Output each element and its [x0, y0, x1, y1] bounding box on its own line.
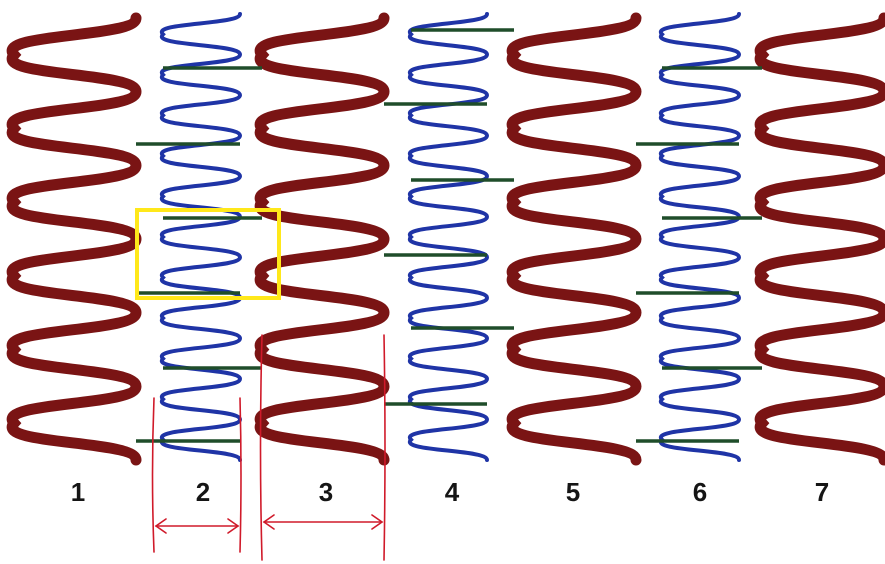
thin-ring-2: [159, 12, 243, 462]
unit-cell-highlight-box: [135, 208, 281, 300]
column-label-layer: 1 2 3 4 5 6 7: [71, 477, 829, 507]
dimension-extension-left: [151, 397, 155, 553]
dimension-extension-left: [259, 334, 263, 561]
dimension-extension-right: [239, 397, 242, 553]
column-label-7: 7: [815, 477, 829, 507]
column-label-5: 5: [566, 477, 580, 507]
thin-ring-6: [658, 12, 742, 462]
arrowhead-left: [262, 514, 275, 530]
arrowhead-right: [227, 518, 240, 534]
arrowhead-left: [154, 518, 167, 534]
thick-ring-1: [6, 12, 142, 466]
dimension-extension-right: [383, 334, 386, 561]
column-label-4: 4: [445, 477, 460, 507]
ring-3-width-dimension: [259, 334, 386, 561]
thin-ring-4: [407, 12, 490, 462]
connector-layer: [136, 28, 762, 443]
arrowhead-right: [371, 514, 384, 530]
annotation-layer: [135, 208, 386, 561]
ring-2-width-dimension: [151, 397, 242, 553]
column-label-1: 1: [71, 477, 85, 507]
thick-ring-7: [754, 12, 885, 466]
thick-ring-5: [506, 12, 642, 466]
column-label-3: 3: [319, 477, 333, 507]
column-label-2: 2: [196, 477, 210, 507]
ring-layer: [6, 12, 885, 466]
column-label-6: 6: [693, 477, 707, 507]
